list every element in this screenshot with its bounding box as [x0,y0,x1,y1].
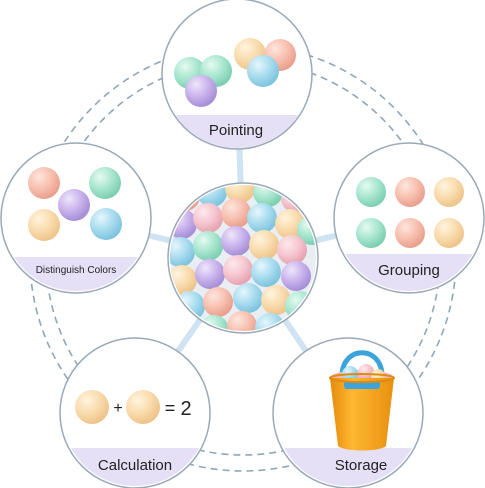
bucket-icon [329,350,395,451]
ball-mint [89,167,121,199]
ball-cream [126,390,160,424]
center-ball-pit [167,182,319,334]
storage-label: Storage [335,457,388,474]
feature-calculation: + = 2 Calculation [59,337,211,488]
ball-cream [75,390,109,424]
ball-sky [247,55,279,87]
feature-distinguish-colors: Distinguish Colors [0,142,152,294]
calculation-label: Calculation [98,457,172,474]
equals-sign: = [165,398,176,418]
pointing-label: Pointing [209,122,263,139]
ball-lavender [58,189,90,221]
distinguish-colors-label: Distinguish Colors [36,265,117,276]
feature-pointing: Pointing [161,0,313,150]
ball-cream [28,209,60,241]
ball-sky [90,208,122,240]
plus-sign: + [113,400,122,417]
feature-grouping: Grouping [333,142,485,294]
result-number: 2 [180,398,191,420]
ball-peach [28,167,60,199]
feature-storage: Storage [272,337,424,488]
ball-lavender [185,75,217,107]
grouping-label: Grouping [378,262,440,279]
